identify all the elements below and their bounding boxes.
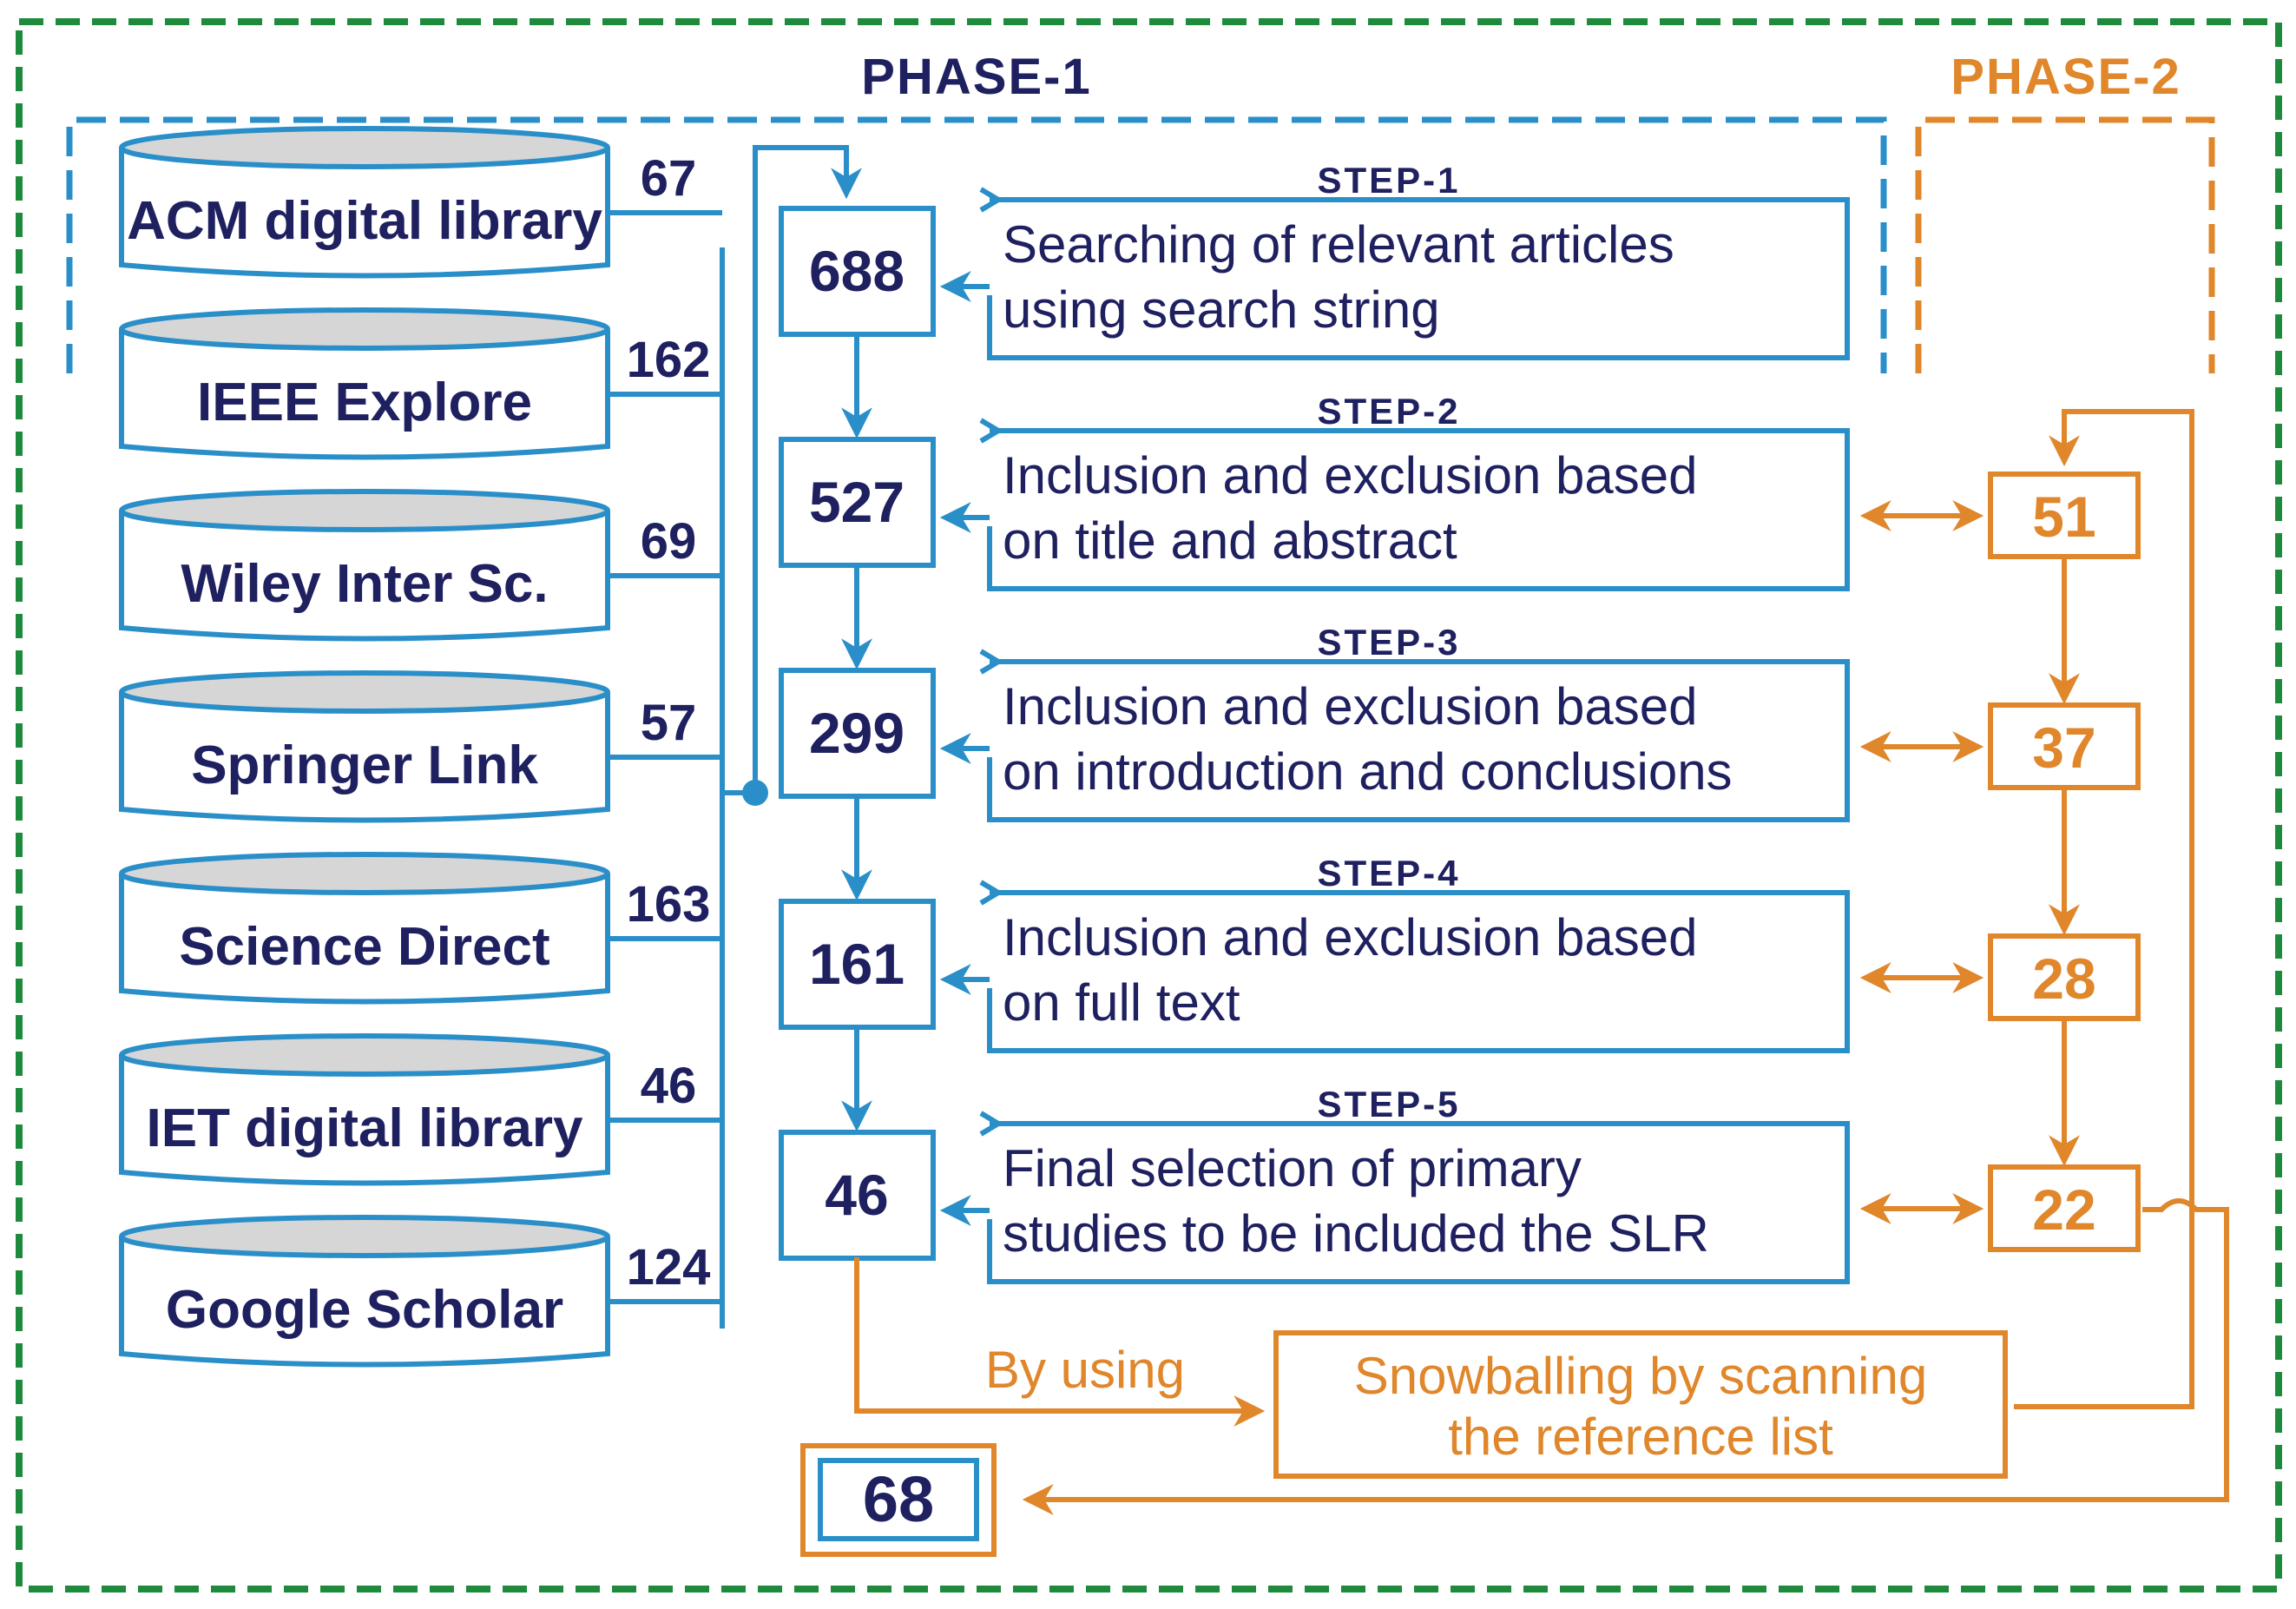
database-cylinder-body bbox=[119, 692, 610, 823]
database-cylinder-body bbox=[119, 874, 610, 1005]
step-label: STEP-2 bbox=[1317, 391, 1460, 432]
database-name: IET digital library bbox=[147, 1098, 584, 1158]
database-item: ACM digital library 67 bbox=[119, 126, 722, 279]
phase1-label: PHASE-1 bbox=[861, 49, 1091, 105]
database-count: 162 bbox=[627, 332, 711, 388]
database-item: Wiley Inter Sc. 69 bbox=[119, 489, 722, 642]
database-cylinder-body bbox=[119, 329, 610, 460]
database-name: Science Direct bbox=[179, 917, 549, 977]
phase2-count-item: 37 bbox=[1859, 702, 2141, 936]
database-item: Springer Link 57 bbox=[119, 670, 722, 823]
database-name: Google Scholar bbox=[166, 1280, 563, 1340]
database-cylinder-top bbox=[119, 1033, 610, 1077]
step-desc-line1: Inclusion and exclusion based bbox=[1003, 908, 1698, 966]
phase2-count-box bbox=[1988, 1164, 2141, 1252]
snowball-box bbox=[1273, 1330, 2008, 1479]
step-label: STEP-4 bbox=[1317, 853, 1460, 894]
database-count: 57 bbox=[641, 695, 697, 751]
step-count: 161 bbox=[809, 932, 905, 996]
phase2-bracket bbox=[1915, 116, 2215, 373]
step-count: 46 bbox=[825, 1163, 888, 1227]
phase1-bracket bbox=[66, 116, 1887, 373]
database-cylinder-body bbox=[119, 1236, 610, 1368]
phase2-count-box bbox=[1988, 471, 2141, 559]
database-cylinder-body bbox=[119, 1055, 610, 1186]
step-count: 527 bbox=[809, 470, 905, 534]
phase2-count-list: 51 37 28 22 bbox=[1859, 471, 2141, 1252]
database-cylinder-body bbox=[119, 511, 610, 642]
database-item: Google Scholar 124 bbox=[119, 1215, 722, 1368]
outer-border bbox=[16, 18, 2282, 1593]
database-cylinder-top bbox=[119, 852, 610, 895]
database-cylinder-top bbox=[119, 670, 610, 714]
database-count: 124 bbox=[627, 1239, 711, 1296]
step-desc-line1: Inclusion and exclusion based bbox=[1003, 677, 1698, 735]
step-count-box bbox=[779, 1130, 936, 1261]
database-count: 69 bbox=[641, 513, 697, 570]
snowball-flow: By using Snowballing by scanning the ref… bbox=[800, 409, 2229, 1557]
snowball-line1: Snowballing by scanning bbox=[1354, 1347, 1927, 1405]
phase2-count-item: 28 bbox=[1859, 933, 2141, 1167]
step-desc-box bbox=[987, 428, 1850, 591]
phase2-count-item: 22 bbox=[1859, 1164, 2141, 1252]
step-label: STEP-3 bbox=[1317, 622, 1460, 663]
database-item: Science Direct 163 bbox=[119, 852, 722, 1005]
phase2-label: PHASE-2 bbox=[1951, 49, 2181, 105]
step-desc-line1: Inclusion and exclusion based bbox=[1003, 446, 1698, 504]
step-desc-line2: on introduction and conclusions bbox=[1003, 742, 1733, 801]
database-cylinder-body bbox=[119, 148, 610, 279]
step-label: STEP-5 bbox=[1317, 1084, 1460, 1124]
database-name: Springer Link bbox=[191, 735, 538, 795]
step-desc-line2: on title and abstract bbox=[1003, 511, 1457, 570]
final-count-box-inner bbox=[818, 1458, 979, 1541]
database-cylinder-top bbox=[119, 489, 610, 532]
database-item: IEEE Explore 162 bbox=[119, 307, 722, 460]
database-name: IEEE Explore bbox=[197, 373, 532, 432]
phase2-count: 51 bbox=[2032, 485, 2095, 549]
step-desc-box bbox=[987, 197, 1850, 360]
step-desc-line2: studies to be included the SLR bbox=[1003, 1204, 1709, 1263]
step-count: 688 bbox=[809, 239, 905, 303]
step-desc-line2: on full text bbox=[1003, 973, 1240, 1032]
phase2-count-item: 51 bbox=[1859, 471, 2141, 705]
final-count: 68 bbox=[863, 1463, 934, 1535]
database-name: Wiley Inter Sc. bbox=[181, 554, 548, 614]
step-desc-line1: Searching of relevant articles bbox=[1003, 215, 1674, 274]
step-count-box bbox=[779, 899, 936, 1030]
database-item: IET digital library 46 bbox=[119, 1033, 722, 1186]
step-count-box bbox=[779, 206, 936, 337]
database-cylinder-top bbox=[119, 307, 610, 351]
step-desc-box bbox=[987, 890, 1850, 1053]
database-cylinder-top bbox=[119, 1215, 610, 1258]
step-label: STEP-1 bbox=[1317, 160, 1460, 201]
database-cylinder-top bbox=[119, 126, 610, 169]
step-desc-box bbox=[987, 659, 1850, 822]
database-count: 163 bbox=[627, 876, 711, 933]
phase2-count: 22 bbox=[2032, 1177, 2095, 1242]
by-using-label: By using bbox=[985, 1341, 1185, 1399]
phase2-count: 28 bbox=[2032, 946, 2095, 1011]
snowball-line2: the reference list bbox=[1448, 1408, 1833, 1466]
phase2-count: 37 bbox=[2032, 715, 2095, 780]
step-desc-box bbox=[987, 1121, 1850, 1284]
database-collector bbox=[720, 145, 862, 1329]
database-count: 67 bbox=[641, 150, 697, 207]
step-count: 299 bbox=[809, 701, 905, 765]
database-count: 46 bbox=[641, 1058, 697, 1114]
step-desc-line1: Final selection of primary bbox=[1003, 1139, 1582, 1197]
database-name: ACM digital library bbox=[127, 191, 602, 251]
step-desc-line2: using search string bbox=[1003, 280, 1440, 339]
phase2-count-box bbox=[1988, 702, 2141, 790]
